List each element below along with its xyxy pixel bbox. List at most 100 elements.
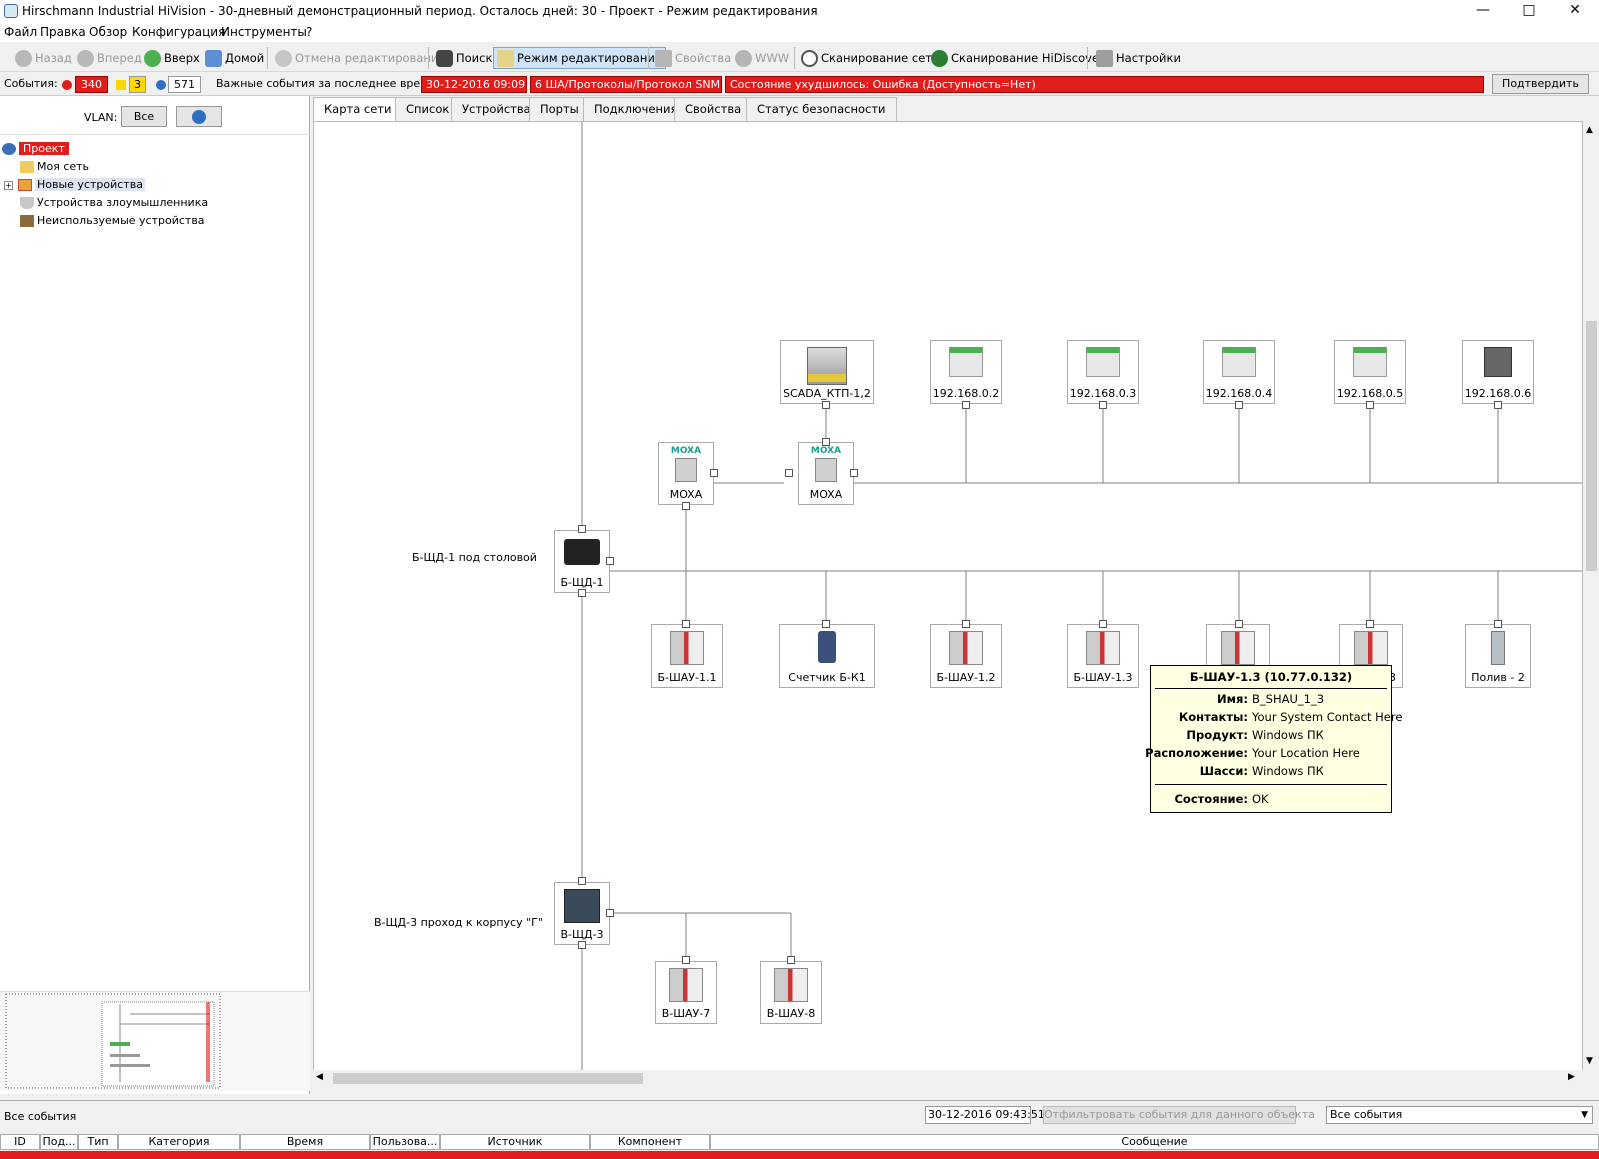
port[interactable] xyxy=(1235,401,1243,409)
port[interactable] xyxy=(682,620,690,628)
maximize-button[interactable]: □ xyxy=(1522,2,1536,18)
menu-file[interactable]: Файл xyxy=(4,25,38,39)
port[interactable] xyxy=(682,956,690,964)
device-v-shau-8[interactable]: В-ШАУ-8 xyxy=(760,961,822,1024)
port[interactable] xyxy=(1494,620,1502,628)
tree-item-new-devices[interactable]: +Новые устройства xyxy=(4,178,145,191)
scan-hidiscovery-button[interactable]: Сканирование HiDiscovery xyxy=(928,47,1114,69)
event-row[interactable] xyxy=(0,1151,1599,1159)
scroll-up-arrow[interactable]: ▲ xyxy=(1586,125,1593,135)
port[interactable] xyxy=(1099,401,1107,409)
device-v-shd-3[interactable]: В-ЩД-3 xyxy=(554,882,610,945)
tab-network-map[interactable]: Карта сети xyxy=(313,97,403,122)
expand-icon[interactable]: + xyxy=(4,180,13,190)
port[interactable] xyxy=(1494,401,1502,409)
error-count[interactable]: 340 xyxy=(75,76,108,93)
event-message[interactable]: Состояние ухудшилось: Ошибка (Доступност… xyxy=(725,76,1484,93)
undo-edit-button[interactable]: Отмена редактирования xyxy=(272,47,448,69)
menu-tools[interactable]: Инструменты xyxy=(221,25,307,39)
confirm-button[interactable]: Подтвердить xyxy=(1492,74,1589,94)
chevron-down-icon[interactable]: ▼ xyxy=(1581,1110,1588,1120)
device-192-168-0-4[interactable]: 192.168.0.4 xyxy=(1203,340,1275,404)
col-confirmed[interactable]: Под... xyxy=(40,1134,78,1150)
port[interactable] xyxy=(578,589,586,597)
tree-item-project[interactable]: Проект xyxy=(2,140,69,157)
scroll-thumb[interactable] xyxy=(333,1073,643,1084)
network-map[interactable]: SCADA_КТП-1,2 192.168.0.2 192.168.0.3 19… xyxy=(313,121,1583,1087)
device-moxa-2[interactable]: MOXA MOXA xyxy=(798,442,854,505)
port[interactable] xyxy=(1366,401,1374,409)
col-component[interactable]: Компонент xyxy=(590,1134,710,1150)
device-b-shau-1-2[interactable]: Б-ШАУ-1.2 xyxy=(930,624,1002,688)
port[interactable] xyxy=(1366,620,1374,628)
col-id[interactable]: ID xyxy=(0,1134,40,1150)
tree-item-intruder-devices[interactable]: Устройства злоумышленника xyxy=(20,194,208,211)
port[interactable] xyxy=(578,877,586,885)
col-category[interactable]: Категория xyxy=(118,1134,240,1150)
scroll-right-arrow[interactable]: ▶ xyxy=(1568,1072,1575,1082)
edit-mode-button[interactable]: Режим редактирования xyxy=(493,47,666,69)
col-user[interactable]: Пользова... xyxy=(370,1134,440,1150)
port[interactable] xyxy=(606,557,614,565)
tab-list[interactable]: Список xyxy=(395,97,461,121)
device-b-shau-1-1[interactable]: Б-ШАУ-1.1 xyxy=(651,624,723,688)
port[interactable] xyxy=(682,502,690,510)
device-poliv-2[interactable]: Полив - 2 xyxy=(1465,624,1531,688)
menu-help[interactable]: ? xyxy=(306,25,313,39)
tree-item-my-network[interactable]: Моя сеть xyxy=(20,158,89,175)
port[interactable] xyxy=(710,469,718,477)
www-button[interactable]: WWW xyxy=(732,47,792,69)
port[interactable] xyxy=(1099,620,1107,628)
minimize-button[interactable]: — xyxy=(1476,2,1490,18)
tree-item-unused-devices[interactable]: Неиспользуемые устройства xyxy=(20,212,205,229)
warning-count[interactable]: 3 xyxy=(129,76,146,93)
vlan-all-button[interactable]: Все xyxy=(121,106,167,127)
search-button[interactable]: Поиск xyxy=(433,47,495,69)
event-time-field[interactable]: 30-12-2016 09:43:51 xyxy=(925,1106,1045,1124)
scroll-down-arrow[interactable]: ▼ xyxy=(1586,1056,1593,1066)
port[interactable] xyxy=(785,469,793,477)
scroll-left-arrow[interactable]: ◀ xyxy=(316,1072,323,1082)
properties-button[interactable]: Свойства xyxy=(652,47,734,69)
scroll-thumb[interactable] xyxy=(1586,321,1597,571)
back-button[interactable]: Назад xyxy=(12,47,75,69)
device-192-168-0-5[interactable]: 192.168.0.5 xyxy=(1334,340,1406,404)
port[interactable] xyxy=(822,620,830,628)
info-count[interactable]: 571 xyxy=(168,76,201,93)
home-button[interactable]: Домой xyxy=(202,47,267,69)
col-message[interactable]: Сообщение xyxy=(710,1134,1599,1150)
minimap[interactable] xyxy=(0,991,310,1091)
menu-config[interactable]: Конфигурация xyxy=(132,25,226,39)
scan-network-button[interactable]: Сканирование сети xyxy=(798,47,942,69)
event-source[interactable]: 6 ША/Протоколы/Протокол SNMP ... xyxy=(530,76,722,93)
vertical-scrollbar[interactable]: ▲ ▼ xyxy=(1583,121,1599,1087)
port[interactable] xyxy=(606,909,614,917)
device-scada[interactable]: SCADA_КТП-1,2 xyxy=(780,340,874,404)
device-b-shd-1[interactable]: Б-ЩД-1 xyxy=(554,530,610,593)
port[interactable] xyxy=(850,469,858,477)
device-192-168-0-3[interactable]: 192.168.0.3 xyxy=(1067,340,1139,404)
filter-events-button[interactable]: Отфильтровать события для данного объект… xyxy=(1043,1106,1315,1124)
col-time[interactable]: Время xyxy=(240,1134,370,1150)
tab-ports[interactable]: Порты xyxy=(529,97,590,121)
device-v-shau-7[interactable]: В-ШАУ-7 xyxy=(655,961,717,1024)
port[interactable] xyxy=(1235,620,1243,628)
port[interactable] xyxy=(578,941,586,949)
tab-properties[interactable]: Свойства xyxy=(674,97,753,121)
tab-security-status[interactable]: Статус безопасности xyxy=(746,97,897,121)
port[interactable] xyxy=(822,438,830,446)
vlan-refresh-button[interactable] xyxy=(176,106,222,127)
device-192-168-0-6[interactable]: 192.168.0.6 xyxy=(1462,340,1534,404)
device-meter-b-k1[interactable]: Счетчик Б-К1 xyxy=(779,624,875,688)
port[interactable] xyxy=(578,525,586,533)
port[interactable] xyxy=(962,401,970,409)
device-b-shau-1-3[interactable]: Б-ШАУ-1.3 xyxy=(1067,624,1139,688)
horizontal-scrollbar[interactable]: ◀ ▶ xyxy=(313,1070,1583,1087)
event-time[interactable]: 30-12-2016 09:09:01 xyxy=(421,76,527,93)
device-192-168-0-2[interactable]: 192.168.0.2 xyxy=(930,340,1002,404)
menu-view[interactable]: Обзор xyxy=(89,25,128,39)
menu-edit[interactable]: Правка xyxy=(40,25,86,39)
forward-button[interactable]: Вперед xyxy=(74,47,145,69)
port[interactable] xyxy=(962,620,970,628)
col-source[interactable]: Источник xyxy=(440,1134,590,1150)
